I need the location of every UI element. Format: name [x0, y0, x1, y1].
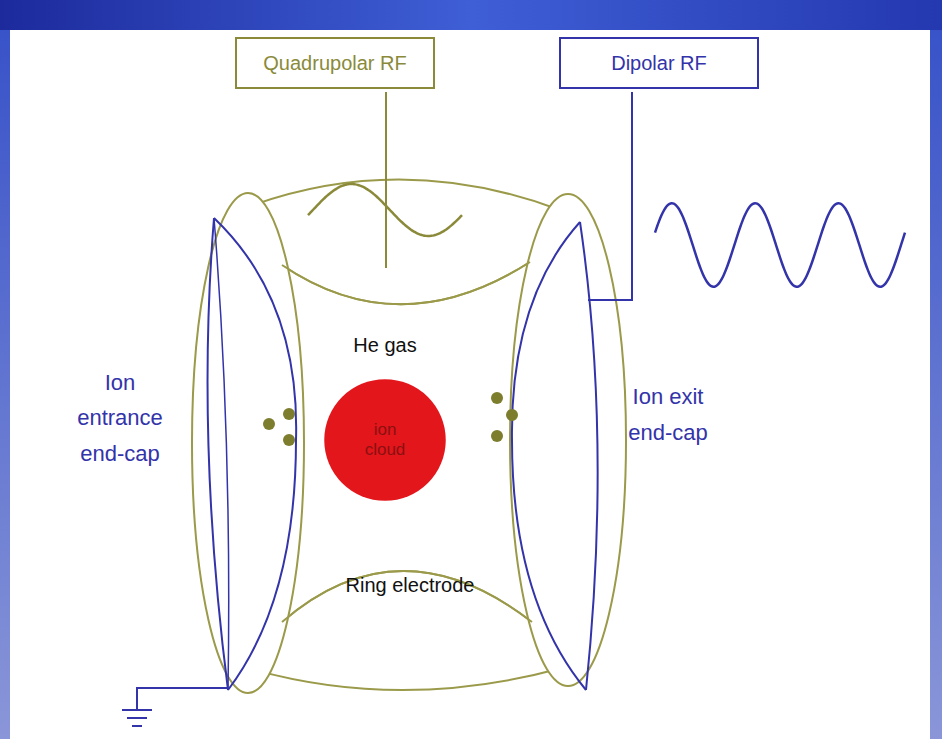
ion-dot: [506, 409, 518, 421]
ion-dot: [283, 408, 295, 420]
ion-dot: [283, 434, 295, 446]
ground-bar: [122, 709, 152, 711]
exit-end-cap-face: [512, 222, 586, 690]
cloud-label: ion cloud: [355, 420, 415, 461]
quadrupolar-waveform: [308, 184, 462, 236]
entrance-end-cap-rim: [214, 218, 229, 690]
part-name: Ion exit end-cap: [618, 379, 718, 450]
ring-electrode-inner-top: [282, 262, 530, 304]
ion-dot: [263, 418, 275, 430]
dipolar-wire: [588, 92, 632, 300]
slide-top-band: [0, 0, 942, 30]
ion-cloud: ion cloud: [323, 378, 447, 502]
quadrupolar-wire: [385, 92, 387, 268]
cloud-fill: [324, 379, 446, 501]
part-name: Ion entrance end-cap: [70, 365, 170, 472]
slide-panel: [10, 30, 930, 739]
ground-bar: [132, 725, 142, 727]
ground-bar: [127, 717, 147, 719]
signal-box: Quadrupolar RF: [235, 37, 435, 89]
exit-end-cap-back: [580, 222, 598, 690]
ground-symbol: [122, 688, 228, 726]
entrance-end-cap-back: [208, 218, 228, 690]
gas-label: He gas: [325, 329, 445, 361]
ground-wire: [137, 688, 228, 710]
signal-box: Dipolar RF: [559, 37, 759, 89]
ion-dot: [491, 430, 503, 442]
dipolar-waveform: [655, 203, 905, 287]
signal-name: Dipolar RF: [611, 51, 707, 75]
part-name: Ring electrode: [325, 569, 495, 601]
signal-name: Quadrupolar RF: [263, 51, 406, 75]
exit-end-cap-outline: [510, 194, 626, 686]
ion-dot: [491, 392, 503, 404]
